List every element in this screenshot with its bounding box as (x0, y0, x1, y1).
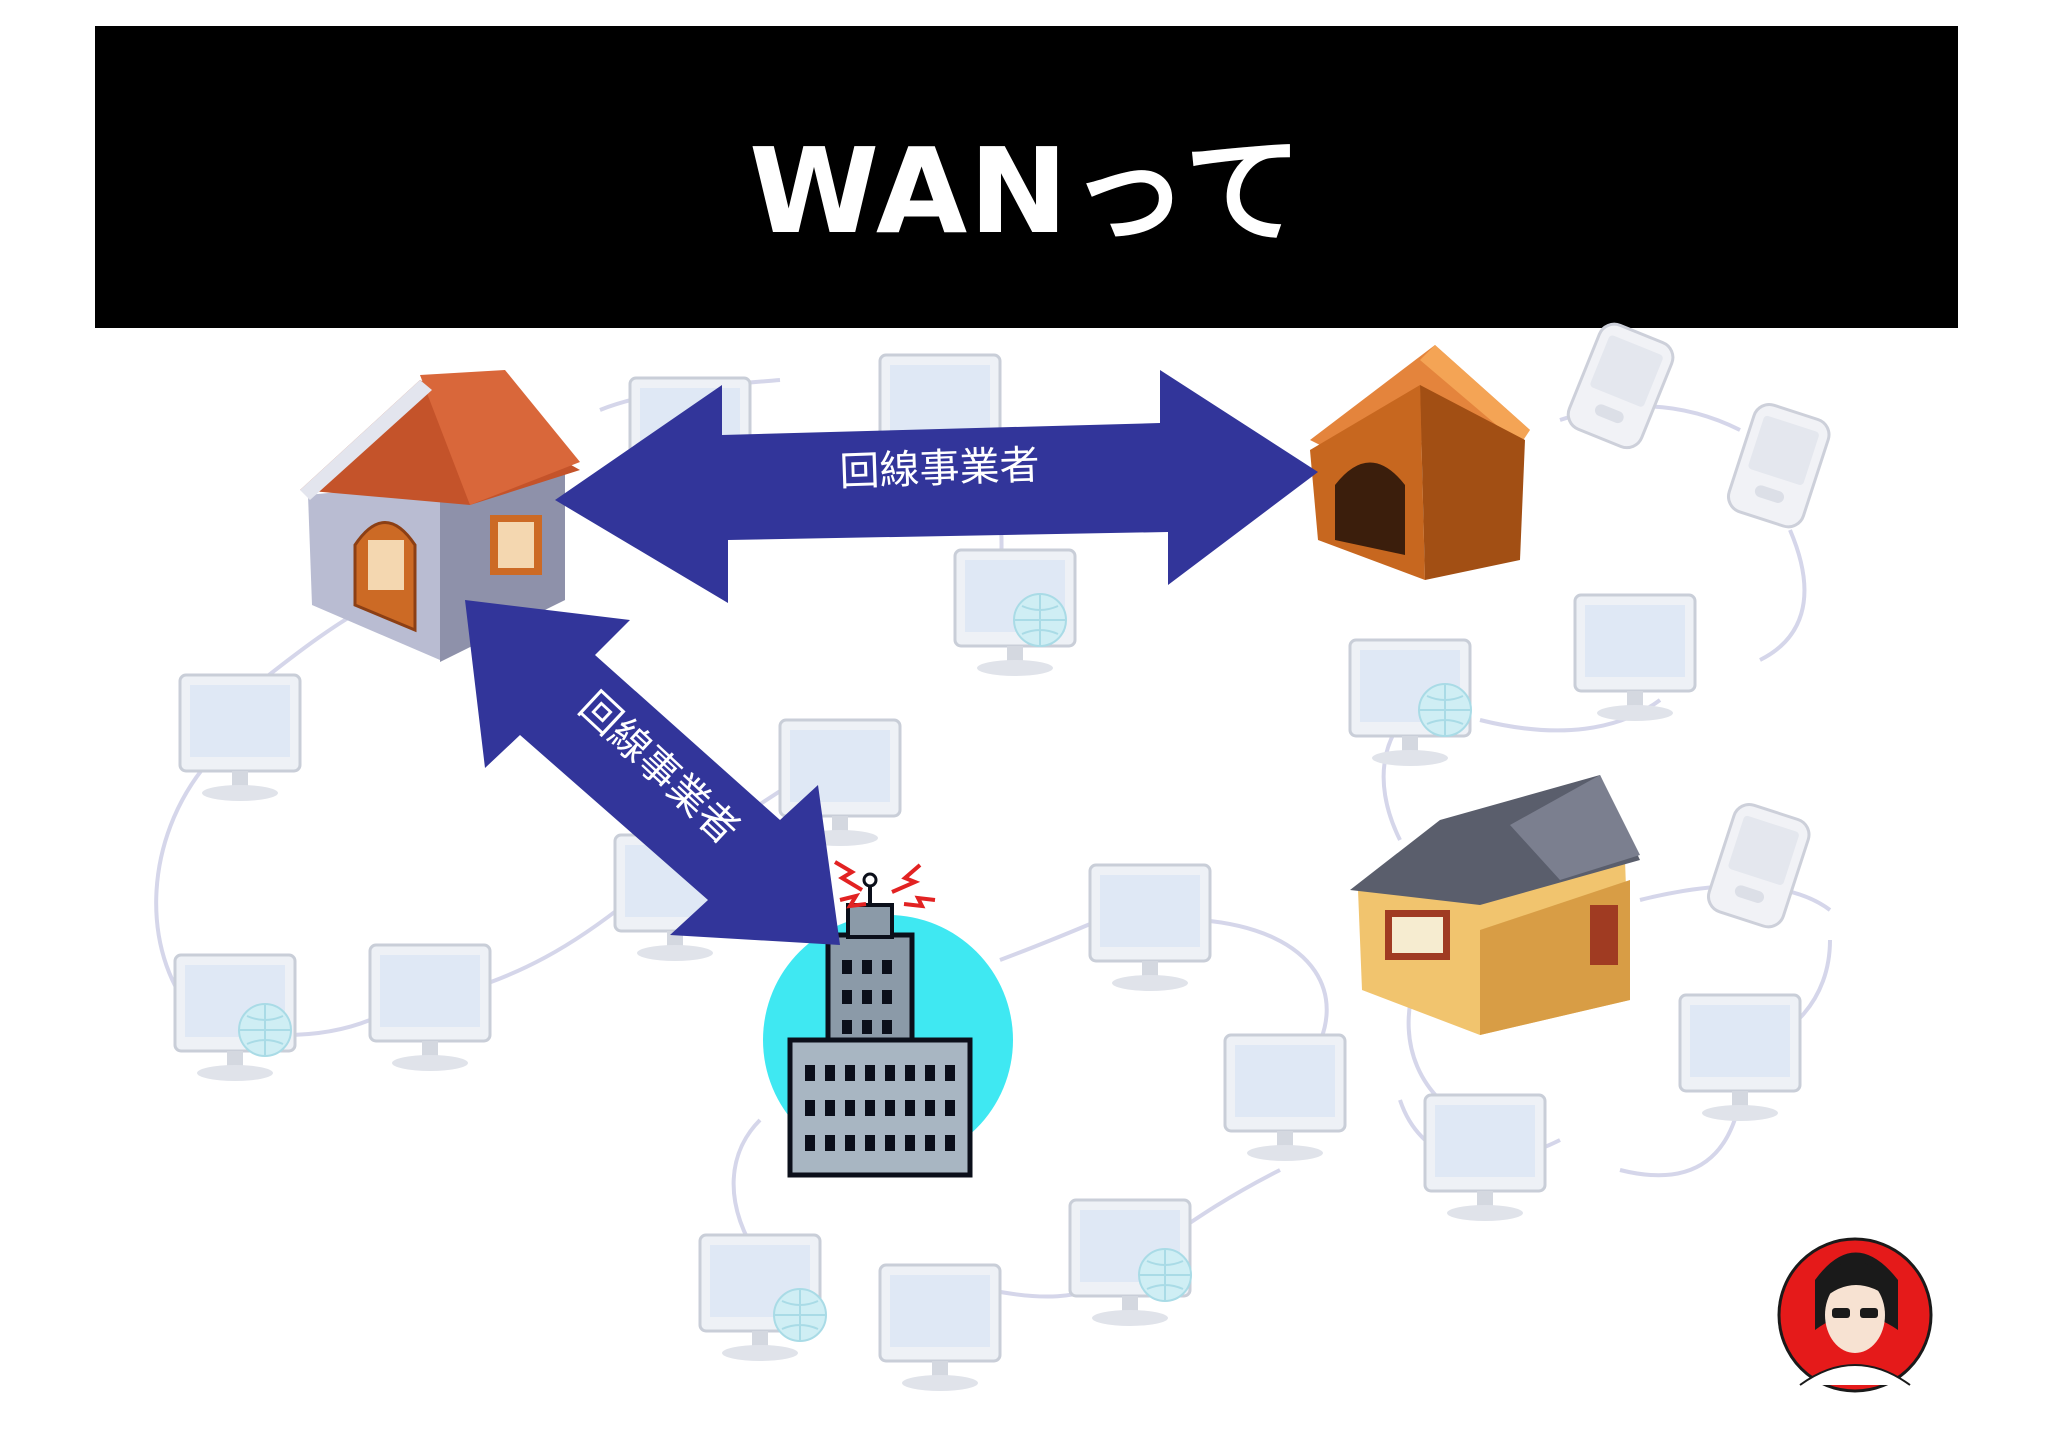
globe-icon (1418, 683, 1472, 737)
suburban-house-icon (1350, 775, 1640, 1035)
slide-title: WANって (748, 121, 1305, 260)
monitor-icon (878, 1263, 1002, 1393)
monitor-icon (178, 673, 302, 803)
office-building-icon (763, 872, 1013, 1178)
monitor-icon (368, 943, 492, 1073)
phone-icon (1561, 317, 1680, 454)
title-bar: WANって (95, 26, 1958, 328)
globe-icon (1138, 1248, 1192, 1302)
arrow-label-horizontal: 回線事業者 (839, 443, 1040, 496)
signal-icon (833, 860, 936, 909)
horizontal-double-arrow: 回線事業者 (555, 370, 1318, 603)
doghouse-icon (1310, 345, 1530, 580)
monitor-icon (1088, 863, 1212, 993)
phone-icon (1702, 798, 1815, 933)
globe-icon (773, 1288, 827, 1342)
phone-icon (1722, 398, 1835, 533)
monitor-icon (1223, 1033, 1347, 1163)
author-avatar (1773, 1233, 1937, 1397)
globe-icon (238, 1003, 292, 1057)
monitor-icon (1678, 993, 1802, 1123)
monitor-icon (1423, 1093, 1547, 1223)
monitor-icon (1573, 593, 1697, 723)
globe-icon (1013, 593, 1067, 647)
